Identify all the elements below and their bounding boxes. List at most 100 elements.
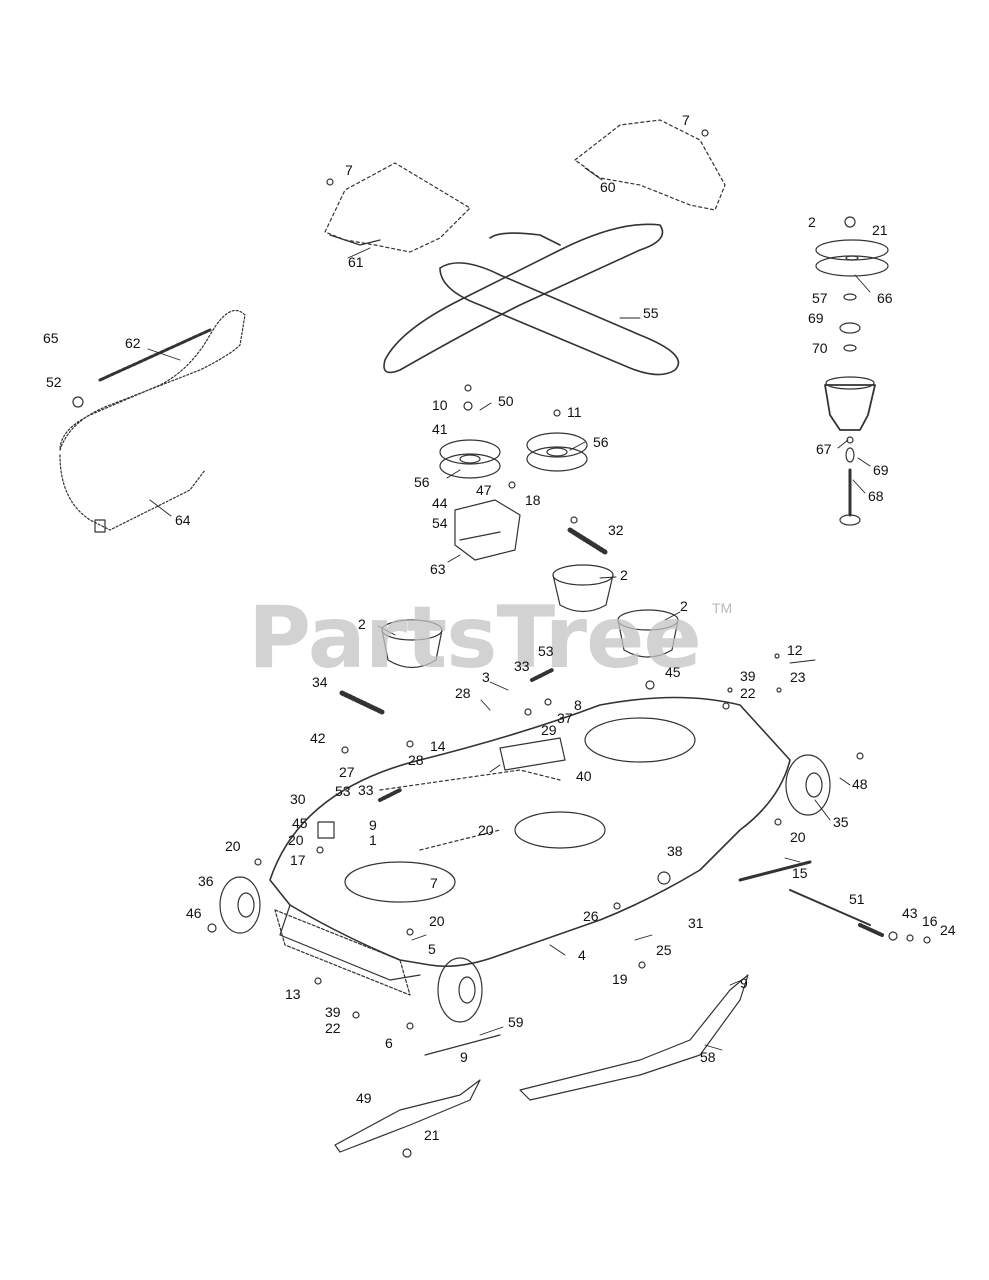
lift-handle-assembly [59,310,246,533]
callout-label: 54 [432,515,448,531]
callout-label: 69 [808,310,824,326]
callout-label: 67 [816,441,832,457]
callout-label: 36 [198,873,214,889]
callout-label: 19 [612,971,628,987]
callout-label: 55 [643,305,659,321]
drive-belt [383,223,680,376]
mower-deck-shell [269,696,791,981]
callout-label: 33 [514,658,530,674]
callout-label: 21 [872,222,888,238]
callout-label: 9 [740,975,748,991]
callout-label: 29 [541,722,557,738]
callout-label: 62 [125,335,141,351]
lift-arms [334,974,749,1153]
callout-label: 69 [873,462,889,478]
watermark-trademark: TM [712,600,733,616]
callout-label: 13 [285,986,301,1002]
front-baffle [274,909,411,996]
callout-label: 39 [325,1004,341,1020]
callout-label: 33 [358,782,374,798]
callout-label: 53 [335,783,351,799]
idler-bracket [454,481,521,561]
hardware-dots [207,653,931,1158]
callout-label: 22 [740,685,756,701]
callout-label: 68 [868,488,884,504]
callout-label: 7 [345,162,353,178]
callout-label: 15 [792,865,808,881]
callout-label: 41 [432,421,448,437]
callout-label: 1 [369,832,377,848]
callout-label: 44 [432,495,448,511]
callout-label: 48 [852,776,868,792]
blade-spindles [381,564,679,669]
callout-label: 17 [290,852,306,868]
callout-label: 16 [922,913,938,929]
callout-label: 46 [186,905,202,921]
callout-label: 20 [478,822,494,838]
callout-label: 56 [593,434,609,450]
callout-label: 2 [620,567,628,583]
callout-label: 50 [498,393,514,409]
callout-label: 52 [46,374,62,390]
callout-label: 9 [369,817,377,833]
callout-label: 59 [508,1014,524,1030]
idler-pulleys [439,384,588,479]
callout-label: 14 [430,738,446,754]
callout-label: 22 [325,1020,341,1036]
callout-label: 21 [424,1127,440,1143]
callout-label: 18 [525,492,541,508]
callout-label: 28 [408,752,424,768]
springs [317,668,554,839]
callout-label: 12 [787,642,803,658]
callout-label: 45 [665,664,681,680]
callout-label: 38 [667,843,683,859]
belt-cover-left [324,162,471,253]
callout-label: 58 [700,1049,716,1065]
callout-label: 4 [578,947,586,963]
callout-label: 31 [688,915,704,931]
callout-label: 2 [680,598,688,614]
callout-label: 7 [430,875,438,891]
callout-label: 49 [356,1090,372,1106]
callout-label: 65 [43,330,59,346]
callout-label: 47 [476,482,492,498]
callout-label: 42 [310,730,326,746]
callout-label: 9 [460,1049,468,1065]
callout-label: 30 [290,791,306,807]
callout-label: 23 [790,669,806,685]
spring-32 [567,516,608,555]
callout-label: 56 [414,474,430,490]
callout-label: 35 [833,814,849,830]
callout-label: 6 [385,1035,393,1051]
callout-label: 7 [682,112,690,128]
callout-label: 20 [790,829,806,845]
callout-label: 39 [740,668,756,684]
deck-wheels [219,754,831,1023]
callout-label: 34 [312,674,328,690]
callout-label: 53 [538,643,554,659]
callout-label: 45 [292,815,308,831]
callout-label: 20 [225,838,241,854]
callout-label: 10 [432,397,448,413]
callout-label: 28 [455,685,471,701]
callout-label: 8 [574,697,582,713]
callout-label: 2 [808,214,816,230]
spindle-assembly-right [815,216,889,526]
callout-label: 63 [430,561,446,577]
callout-label: 20 [288,832,304,848]
callout-label: 51 [849,891,865,907]
callout-label: 66 [877,290,893,306]
callout-label: 26 [583,908,599,924]
watermark-text: PartsTree [248,588,702,688]
callout-label: 24 [940,922,956,938]
callout-label: 32 [608,522,624,538]
belt-cover-right [574,119,726,211]
callout-label: 61 [348,254,364,270]
callout-label: 70 [812,340,828,356]
callout-label: 3 [482,669,490,685]
callout-label: 64 [175,512,191,528]
callout-label: 2 [358,616,366,632]
leader-lines [147,167,871,1051]
